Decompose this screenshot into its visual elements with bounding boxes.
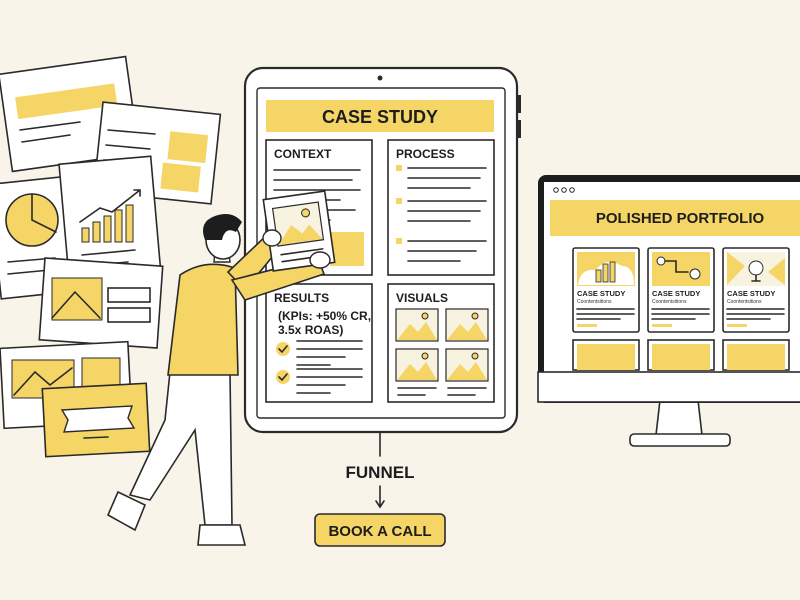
process-label: PROCESS [396, 147, 455, 161]
shoe [106, 490, 147, 532]
arrow-down-icon [375, 485, 385, 509]
card-subtitle: Coontentsitions [727, 299, 762, 305]
portfolio-card[interactable]: CASE STUDY Coontentsitions [572, 247, 640, 333]
book-a-call-label: BOOK A CALL [328, 523, 431, 540]
check-icon [276, 342, 290, 356]
camera-icon [377, 75, 383, 81]
portfolio-card[interactable]: CASE STUDY Coontentsitions [647, 247, 715, 333]
results-kpi-line-1: (KPIs: +50% CR, [278, 309, 371, 323]
funnel-label: FUNNEL [346, 463, 415, 482]
card-subtitle: Coontentsitions [652, 299, 687, 305]
process-panel [387, 139, 495, 276]
portfolio-card[interactable]: CASE STUDY Coontentsitions [722, 247, 790, 333]
wireframe-page-3 [38, 257, 164, 349]
visuals-label: VISUALS [396, 291, 448, 305]
tablet: CASE STUDY CONTEXT PROCESS RESULTS (KPIs… [243, 66, 521, 434]
card-title: CASE STUDY [652, 289, 700, 298]
card-subtitle: Coontentsitions [577, 299, 612, 305]
portfolio-card-row-2 [572, 339, 790, 371]
results-label: RESULTS [274, 291, 329, 305]
portfolio-title: POLISHED PORTFOLIO [596, 210, 765, 227]
window-dots [553, 187, 575, 193]
process-steps [396, 165, 487, 262]
desktop-monitor: POLISHED PORTFOLIO CASE STUDY Coontentsi… [537, 175, 800, 447]
check-icon [276, 370, 290, 384]
image-placeholder-icons [395, 308, 489, 396]
hair [202, 214, 242, 240]
scattered-documents [0, 55, 222, 458]
bar-chart-icon [79, 189, 141, 243]
visuals-panel [387, 283, 495, 403]
context-label: CONTEXT [274, 147, 332, 161]
case-study-header [266, 100, 494, 132]
funnel-flow: FUNNEL [346, 431, 415, 509]
case-study-title: CASE STUDY [322, 107, 438, 127]
card-title: CASE STUDY [577, 289, 625, 298]
banner-page [41, 382, 151, 458]
results-kpi-line-2: 3.5x ROAS) [278, 323, 343, 337]
book-a-call-button[interactable]: BOOK A CALL [314, 513, 446, 547]
shoe [197, 524, 247, 546]
bar-chart-page [58, 155, 162, 283]
card-title: CASE STUDY [727, 289, 775, 298]
person [106, 190, 336, 546]
